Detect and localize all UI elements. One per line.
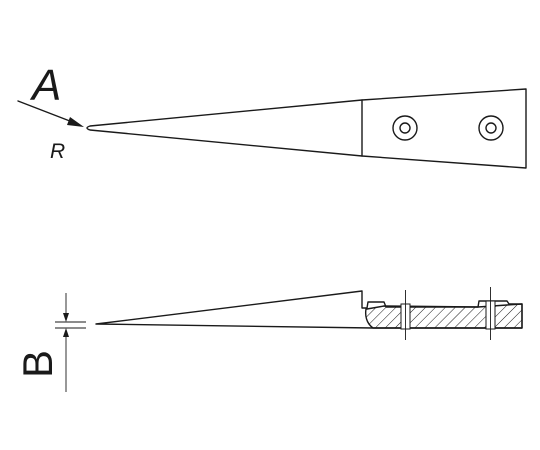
top-handle-outline [361, 88, 527, 169]
arrow-a-line [17, 100, 76, 124]
side-section-outline [364, 303, 523, 329]
hole-2-inner [485, 122, 497, 134]
label-r: R [50, 140, 65, 163]
hole-1-inner [399, 122, 411, 134]
top-view: A R [17, 61, 527, 169]
arrow-a-head [67, 117, 84, 127]
label-a: A [29, 61, 61, 110]
dim-b-arrow-bottom [63, 328, 69, 337]
top-blade-outline [86, 99, 363, 157]
dim-b-arrow-top [63, 313, 69, 322]
side-hatched-section [365, 304, 522, 328]
hole-2-outer [478, 115, 504, 141]
label-b: B [14, 350, 61, 378]
hole-1-outer [392, 115, 418, 141]
side-view: B [14, 287, 523, 392]
